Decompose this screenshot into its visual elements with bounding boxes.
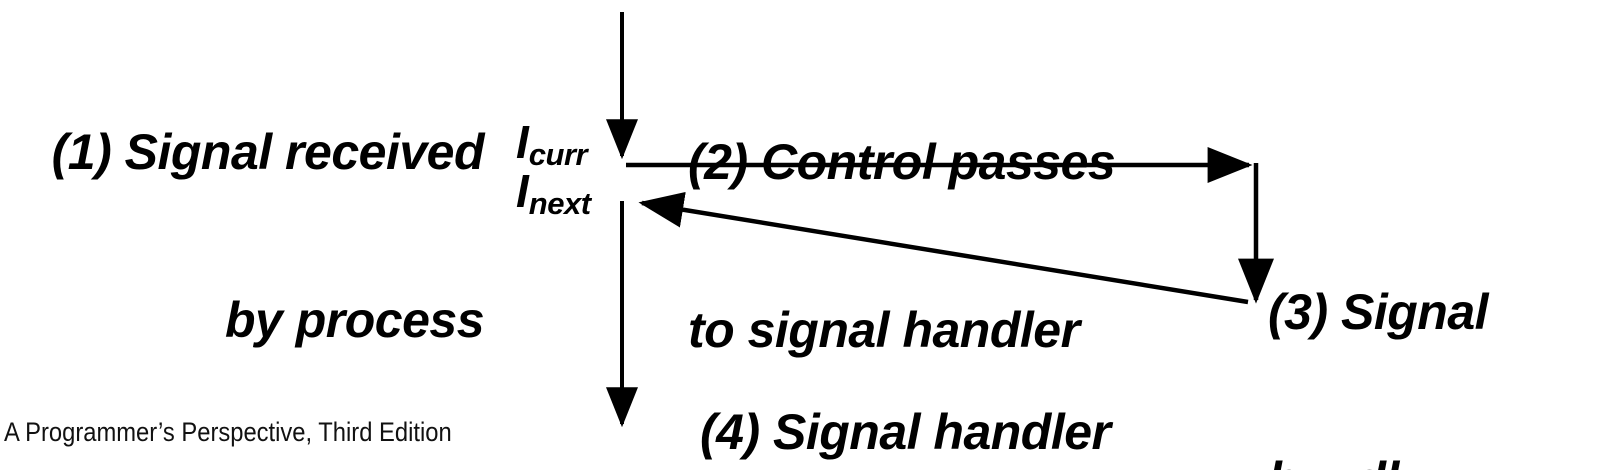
callout-3-line-2: handler runs — [1268, 452, 1565, 470]
label-i-curr-base: I — [516, 116, 529, 168]
slide-footer: A Programmer’s Perspective, Third Editio… — [4, 417, 452, 447]
label-i-curr: Icurr — [516, 116, 588, 172]
handler-return-arrow — [638, 191, 1249, 305]
label-i-next-subscript: next — [528, 186, 591, 221]
callout-signal-received: (1) Signal received by process — [18, 12, 485, 460]
callout-handler-runs: (3) Signal handler runs — [1268, 172, 1565, 470]
callout-2-line-1: (2) Control passes — [688, 134, 1116, 190]
callout-4-line-1: (4) Signal handler — [700, 404, 1111, 460]
callout-3-line-1: (3) Signal — [1268, 284, 1489, 340]
callout-handler-returns: (4) Signal handler returns to next instr… — [700, 292, 1111, 470]
callout-control-passes: (2) Control passes to signal handler — [688, 22, 1116, 470]
label-i-curr-subscript: curr — [528, 137, 588, 172]
callout-1-line-2: by process — [224, 292, 485, 348]
callout-1-line-1: (1) Signal received — [51, 124, 485, 180]
label-i-next-base: I — [516, 165, 529, 217]
callout-2-line-2: to signal handler — [688, 302, 1080, 358]
label-i-next: Inext — [516, 165, 591, 221]
